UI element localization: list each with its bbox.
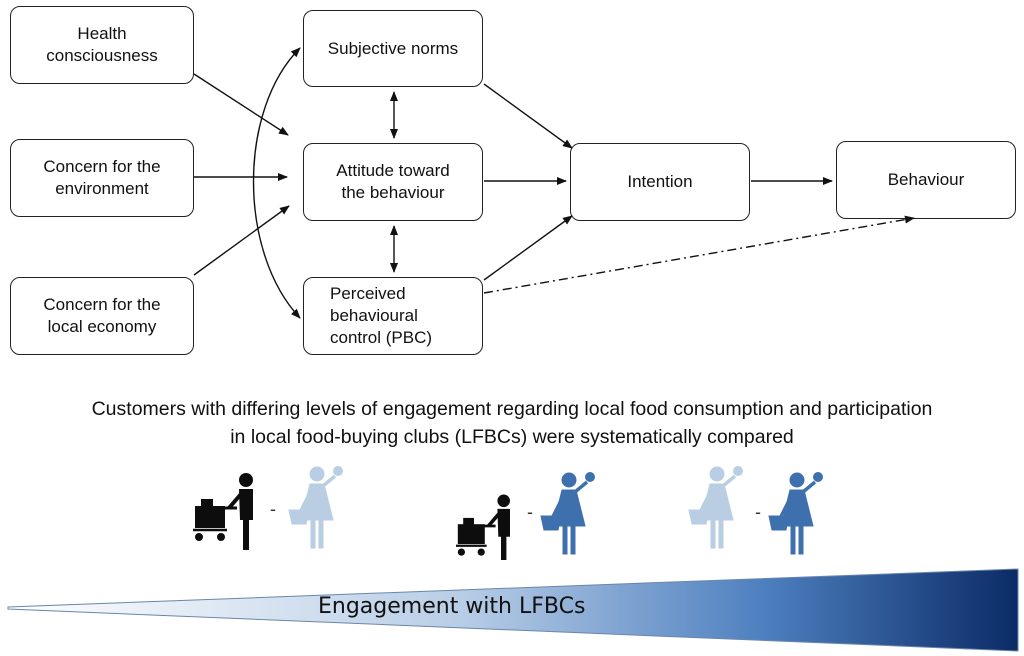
comparison-pairs: - - - (191, 464, 825, 560)
pair-separator: - (527, 502, 533, 522)
arrow-norms-to-intention (483, 83, 573, 149)
box-health-label: Health consciousness (46, 24, 158, 65)
box-behaviour-label: Behaviour (887, 170, 965, 189)
light-blue-person-with-basket-icon (687, 464, 745, 550)
box-subjective-norms-label: Subjective norms (327, 38, 459, 58)
box-subjective-norms: Subjective norms (303, 10, 483, 87)
box-attitude: Attitude toward the behaviour (303, 143, 483, 221)
dashdot-arrow-pbc-to-behaviour (483, 215, 915, 294)
box-concern-environment: Concern for the environment (10, 139, 194, 217)
light-blue-person-with-basket-icon (287, 464, 345, 550)
pair-separator: - (270, 499, 276, 519)
box-attitude-label: Attitude toward the behaviour (336, 161, 450, 202)
shopper-with-cart-icon (454, 492, 512, 560)
pair-separator: - (755, 502, 761, 522)
box-intention-label: Intention (627, 172, 693, 191)
arrow-economy-to-attitude (193, 205, 290, 276)
box-environment-label: Concern for the environment (43, 157, 161, 198)
diagram-arrows (193, 47, 915, 319)
engagement-wedge (7, 568, 1019, 652)
box-health-consciousness: Health consciousness (10, 6, 194, 84)
box-concern-local-economy: Concern for the local economy (10, 277, 194, 355)
caption-line-2: in local food-buying clubs (LFBCs) were … (230, 426, 794, 448)
box-intention: Intention (570, 143, 750, 221)
box-behaviour: Behaviour (836, 141, 1016, 219)
curved-arrow-to-norms-and-pbc (252, 47, 301, 319)
medium-blue-person-with-basket-icon (767, 470, 825, 556)
box-pbc-label: Perceived behavioural control (PBC) (330, 284, 433, 347)
medium-blue-person-with-basket-icon (539, 470, 597, 556)
box-economy-label: Concern for the local economy (43, 295, 161, 336)
shopper-with-cart-icon (191, 471, 255, 552)
caption-line-1: Customers with differing levels of engag… (91, 398, 933, 420)
engagement-label: Engagement with LFBCs (318, 594, 586, 619)
arrow-pbc-to-intention (483, 215, 573, 281)
box-perceived-behavioural-control: Perceived behavioural control (PBC) (303, 277, 483, 355)
arrow-health-to-attitude (193, 73, 289, 136)
